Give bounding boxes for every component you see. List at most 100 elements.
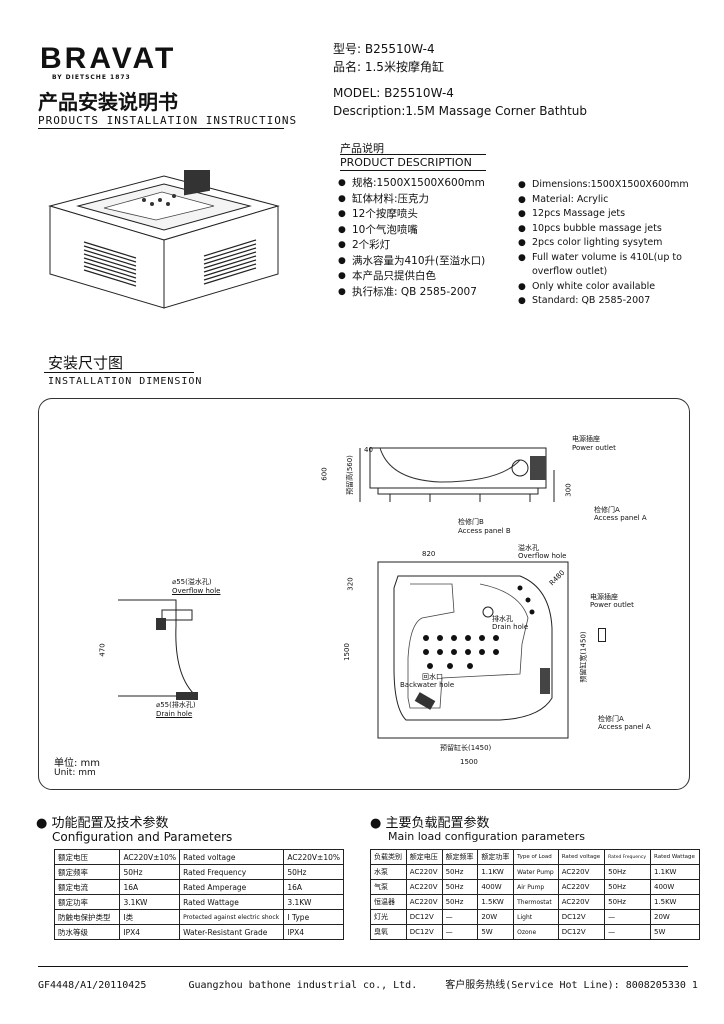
- installation-rule: [44, 372, 194, 373]
- footer-doc-code: GF4448/A1/20110425: [38, 980, 147, 991]
- access-a-cn-2: 检修门A: [598, 715, 624, 723]
- table-header-cell: 额定功率: [477, 849, 515, 865]
- table-header-cell: Rated voltage: [557, 849, 606, 865]
- dim-1500-vertical: 1500: [342, 643, 351, 661]
- list-item: Standard: QB 2585-2007: [516, 294, 688, 309]
- table-cell: Rated voltage: [179, 849, 285, 865]
- power-outlet-cn-2: 电源插座: [590, 593, 618, 601]
- table-cell: —: [604, 909, 651, 925]
- table-cell: 20W: [477, 909, 515, 925]
- table-cell: 50Hz: [604, 894, 651, 910]
- table-cell: Protected against electric shock: [179, 909, 285, 925]
- drain-dia-label: ⌀55(排水孔): [156, 701, 196, 709]
- table-header-cell: Rated Wattage: [650, 849, 700, 865]
- list-item: 10pcs bubble massage jets: [516, 222, 688, 237]
- dim-300: 300: [564, 483, 573, 497]
- title-cn: 产品安装说明书: [38, 90, 178, 114]
- backwater-en: Backwater hole: [400, 681, 455, 689]
- plan-view-drawing: [377, 561, 569, 739]
- list-item: 缸体材料:压克力: [336, 192, 516, 208]
- table-cell: 3.1KW: [119, 894, 181, 910]
- dim-600: 600: [320, 467, 329, 481]
- table-cell: Light: [513, 909, 559, 925]
- dim-470: 470: [98, 643, 107, 657]
- list-item: 10个气泡喷嘴: [336, 223, 516, 239]
- drain-en: Drain hole: [492, 623, 529, 631]
- table-cell: Air Pump: [513, 879, 559, 895]
- access-a-en-2: Access panel A: [598, 723, 651, 731]
- list-item: 12pcs Massage jets: [516, 207, 688, 222]
- description-en: Description:1.5M Massage Corner Bathtub: [333, 104, 588, 118]
- table-cell: 1.5KW: [650, 894, 700, 910]
- table-cell: AC220V: [405, 894, 443, 910]
- reserve-width-label: 预留缸宽(1450): [579, 631, 588, 683]
- installation-heading-cn: 安装尺寸图: [48, 354, 124, 372]
- table-cell: Rated Frequency: [179, 864, 285, 880]
- drain-cn: 排水孔: [492, 615, 513, 623]
- table-cell: 50Hz: [283, 864, 344, 880]
- dim-1500-horizontal: 1500: [460, 758, 478, 766]
- table-cell: 50Hz: [604, 864, 651, 880]
- brand-subtitle: BY DIETSCHE 1873: [52, 74, 131, 81]
- access-a-en: Access panel A: [594, 514, 647, 522]
- table-cell: 5W: [477, 924, 515, 940]
- table-cell: 1.5KW: [477, 894, 515, 910]
- table-cell: 400W: [650, 879, 700, 895]
- table-cell: DC12V: [557, 909, 606, 925]
- table-cell: 恒温器: [370, 894, 407, 910]
- spec-list-en: Dimensions:1500X1500X600mm Material: Acr…: [516, 178, 689, 309]
- dim-820: 820: [422, 550, 436, 558]
- table-cell: DC12V: [405, 924, 443, 940]
- table-cell: 16A: [283, 879, 344, 895]
- table-cell: 额定频率: [53, 864, 121, 880]
- list-item: 本产品只提供白色: [336, 269, 516, 285]
- table-cell: IPX4: [119, 924, 181, 940]
- table-cell: 20W: [650, 909, 700, 925]
- product-desc-rule-2: [340, 170, 486, 171]
- list-item: Only white color available: [516, 280, 688, 295]
- table-cell: 5W: [650, 924, 700, 940]
- list-item: 执行标准: QB 2585-2007: [336, 285, 516, 301]
- reserve-length-label: 预留缸长(1450): [440, 744, 492, 752]
- list-item: 规格:1500X1500X600mm: [336, 176, 516, 192]
- power-outlet-en: Power outlet: [572, 444, 616, 452]
- list-item: Dimensions:1500X1500X600mm: [516, 178, 689, 193]
- installation-heading-en: INSTALLATION DIMENSION: [48, 376, 203, 387]
- config-heading-text: 功能配置及技术参数: [51, 816, 169, 831]
- table-cell: AC220V: [557, 879, 606, 895]
- table-cell: IPX4: [283, 924, 344, 940]
- table-cell: I类: [119, 909, 181, 925]
- config-heading-en: Configuration and Parameters: [52, 830, 233, 844]
- power-outlet-cn: 电源插座: [572, 435, 600, 443]
- footer-hotline: 客户服务热线(Service Hot Line): 8008205330 1: [445, 980, 698, 991]
- table-cell: Rated Amperage: [179, 879, 285, 895]
- table-cell: —: [604, 924, 651, 940]
- unit-en: Unit: mm: [54, 768, 96, 778]
- bathtub-illustration: [48, 170, 280, 309]
- table-cell: 50Hz: [119, 864, 181, 880]
- overflow-en: Overflow hole: [518, 552, 567, 560]
- bullet-dot-icon: ●: [370, 816, 386, 831]
- list-item: Full water volume is 410L(up to overflow…: [516, 251, 688, 280]
- table-cell: Water Pump: [513, 864, 559, 880]
- table-header-cell: Type of Load: [513, 849, 559, 865]
- list-item: Material: Acrylic: [516, 193, 688, 208]
- access-b-cn: 检修门B: [458, 518, 484, 526]
- product-desc-heading-en: PRODUCT DESCRIPTION: [340, 156, 472, 169]
- product-desc-heading-cn: 产品说明: [340, 142, 384, 155]
- table-cell: DC12V: [405, 909, 443, 925]
- bullet-dot-icon: ●: [36, 816, 52, 831]
- section-detail-drawing: [118, 599, 198, 700]
- footer-rule: [38, 966, 688, 967]
- config-heading-cn: ● 功能配置及技术参数: [36, 812, 169, 831]
- side-elevation-drawing: [359, 447, 555, 502]
- table-cell: 1.1KW: [650, 864, 700, 880]
- table-cell: Rated Wattage: [179, 894, 285, 910]
